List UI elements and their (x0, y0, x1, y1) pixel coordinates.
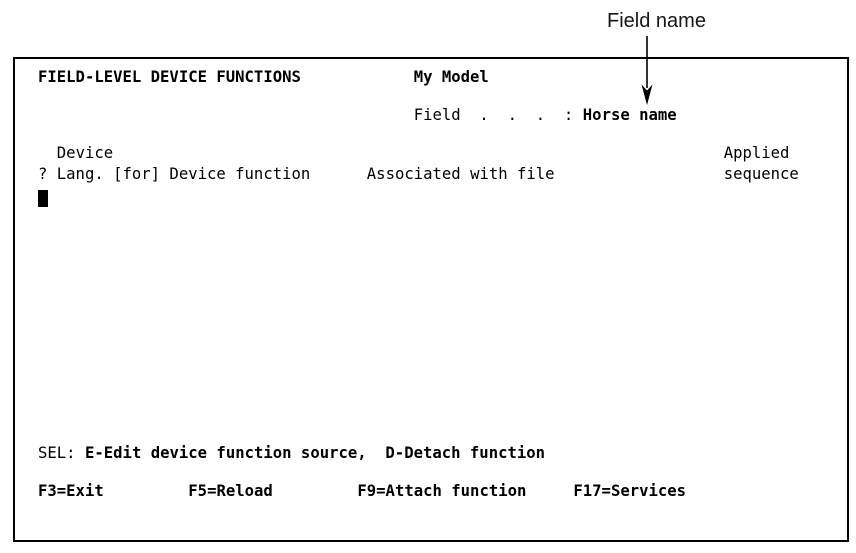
column-header-associated: Associated with file (366, 165, 555, 183)
model-name: My Model (413, 68, 489, 86)
panel-title: FIELD-LEVEL DEVICE FUNCTIONS (38, 68, 301, 86)
sel-prompt-label: SEL: (38, 444, 85, 462)
terminal-screen-panel: FIELD-LEVEL DEVICE FUNCTIONS My Model Fi… (13, 57, 849, 542)
column-header-applied: Applied (723, 144, 790, 162)
fkey-f9-attach-function: F9=Attach function (357, 482, 527, 500)
field-prompt-label: Field . . . : (413, 106, 574, 124)
sel-options-text: E-Edit device function source, D-Detach … (85, 444, 546, 462)
fkey-f5-reload: F5=Reload (188, 482, 273, 500)
field-value: Horse name (582, 106, 677, 124)
down-arrow-icon (641, 36, 653, 105)
column-header-device: Device (56, 144, 114, 162)
fkey-f3-exit: F3=Exit (38, 482, 104, 500)
column-header-sequence: sequence (723, 165, 799, 183)
column-header-selector-lang: ? Lang. [for] Device function (38, 165, 311, 183)
annotation-field-name-label: Field name (607, 10, 706, 32)
fkey-f17-services: F17=Services (573, 482, 687, 500)
input-cursor[interactable] (38, 190, 48, 207)
